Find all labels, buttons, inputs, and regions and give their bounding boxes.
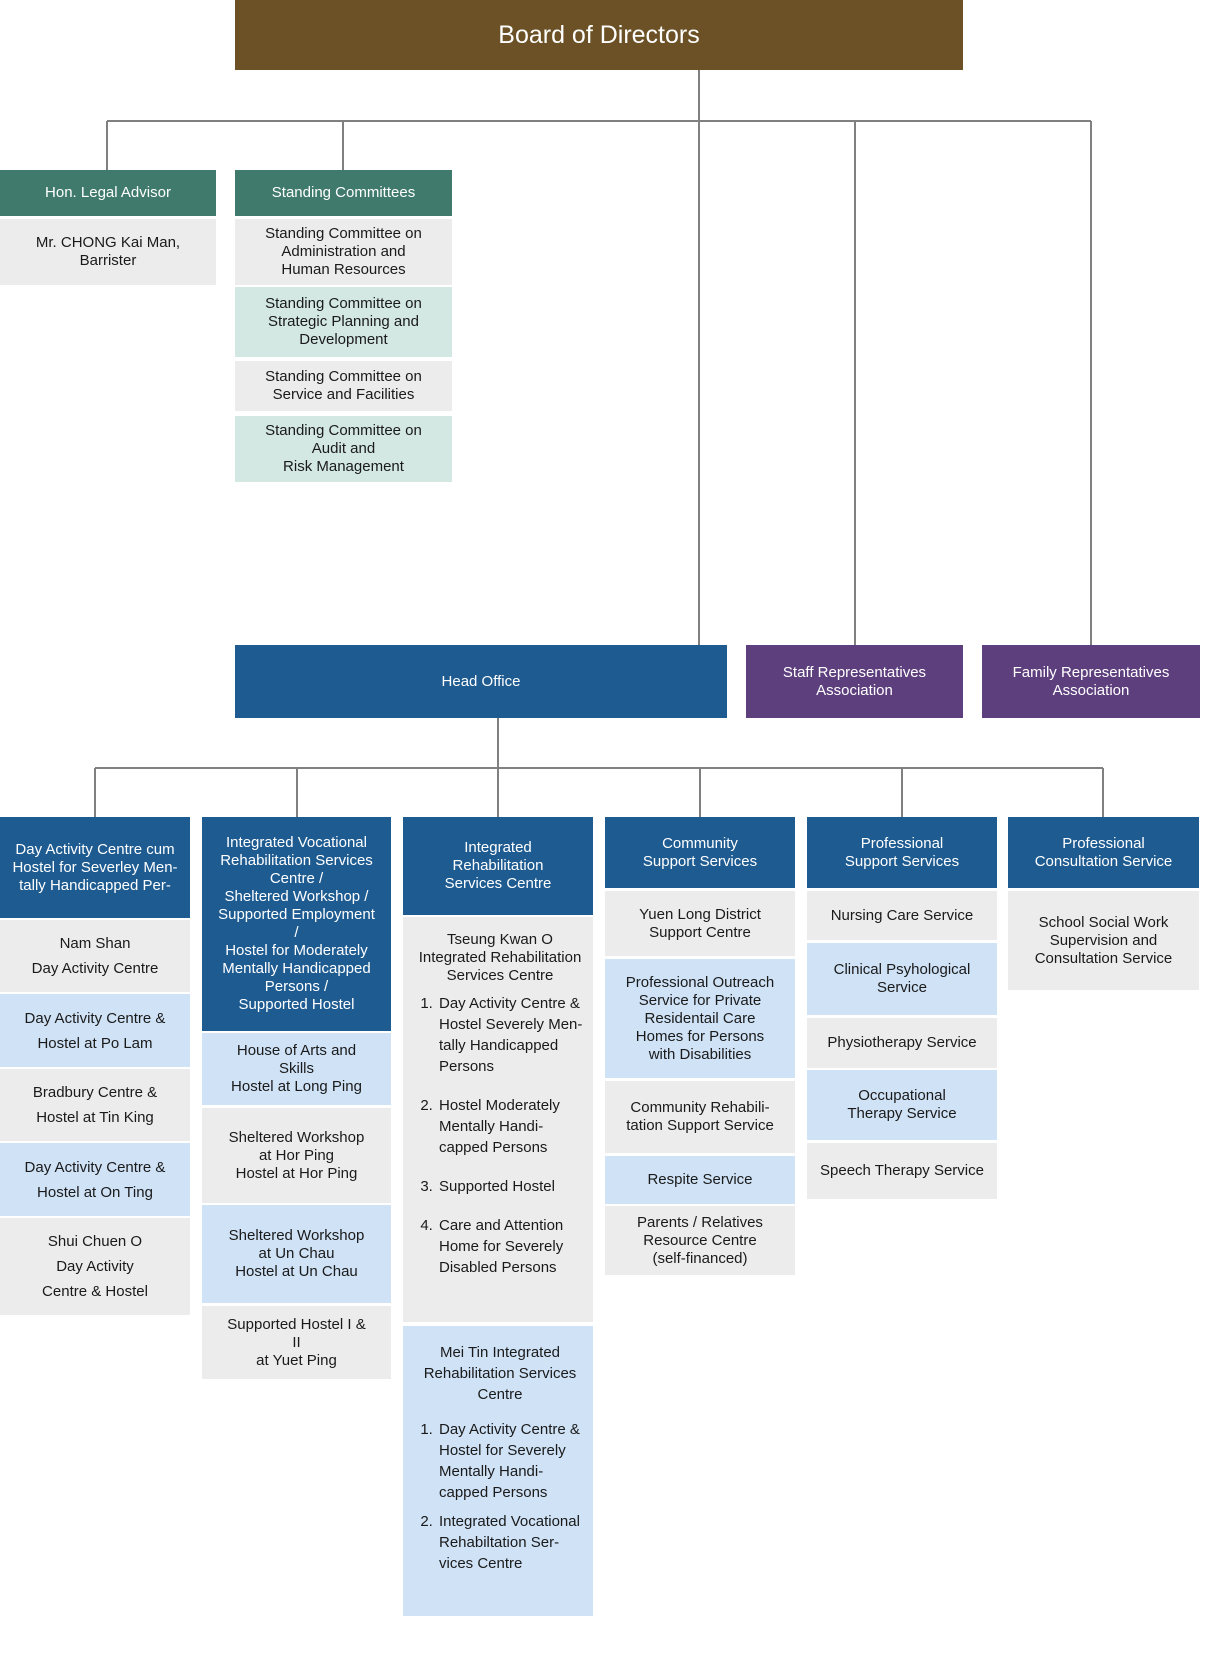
col2-item-un-chau: Sheltered Workshop at Un Chau Hostel at … [202,1205,391,1303]
col5-header: Professional Support Services [807,817,997,888]
col6-item-school-social-work: School Social Work Supervision and Consu… [1008,891,1199,990]
list-item: Care and Attention Home for Severely Dis… [437,1215,585,1278]
col1-item-nam-shan: Nam Shan Day Activity Centre [0,920,190,992]
col1-item-shui-chuen-o: Shui Chuen O Day Activity Centre & Hoste… [0,1218,190,1315]
col2-item-yuet-ping: Supported Hostel I & II at Yuet Ping [202,1306,391,1379]
col4-item-yuen-long: Yuen Long District Support Centre [605,891,795,956]
col1-item-tin-king: Bradbury Centre & Hostel at Tin King [0,1069,190,1141]
standing-committees-header: Standing Committees [235,170,452,216]
head-office-box: Head Office [235,645,727,718]
col5-item-nursing: Nursing Care Service [807,891,997,940]
col1-item-on-ting: Day Activity Centre & Hostel at On Ting [0,1143,190,1216]
committee-admin-hr: Standing Committee on Administration and… [235,219,452,285]
mei-tin-list: Day Activity Centre & Hostel for Severel… [415,1419,585,1574]
committee-strategic-planning: Standing Committee on Strategic Planning… [235,287,452,357]
col3-tseung-kwan-o-centre: Tseung Kwan O Integrated Rehabilitation … [403,917,593,1322]
col6-header: Professional Consultation Service [1008,817,1199,888]
committee-service-facilities: Standing Committee on Service and Facili… [235,361,452,411]
list-item: Day Activity Centre & Hostel for Severel… [437,1419,585,1503]
mei-tin-title: Mei Tin Integrated Rehabilitation Servic… [423,1344,577,1403]
col5-item-physiotherapy: Physiotherapy Service [807,1018,997,1068]
list-item: Hostel Moderately Mentally Handi- capped… [437,1095,585,1158]
committee-audit-risk: Standing Committee on Audit and Risk Man… [235,416,452,482]
staff-representatives-box: Staff Representatives Association [746,645,963,718]
board-of-directors-box: Board of Directors [235,0,963,70]
tseung-kwan-o-list: Day Activity Centre & Hostel Severely Me… [415,993,585,1278]
list-item: Day Activity Centre & Hostel Severely Me… [437,993,585,1077]
tseung-kwan-o-title: Tseung Kwan O Integrated Rehabilitation … [418,931,582,984]
col4-item-respite: Respite Service [605,1156,795,1204]
col3-header: Integrated Rehabilitation Services Centr… [403,817,593,915]
col4-header: Community Support Services [605,817,795,888]
col2-item-long-ping: House of Arts and Skills Hostel at Long … [202,1033,391,1105]
col4-item-community-rehab: Community Rehabili- tation Support Servi… [605,1081,795,1153]
list-item: Supported Hostel [437,1176,585,1197]
col2-item-hor-ping: Sheltered Workshop at Hor Ping Hostel at… [202,1108,391,1203]
col2-header: Integrated Vocational Rehabilitation Ser… [202,817,391,1031]
legal-advisor-header: Hon. Legal Advisor [0,170,216,216]
col5-item-clinical-psychology: Clinical Psyhological Service [807,943,997,1015]
col5-item-occupational-therapy: Occupational Therapy Service [807,1070,997,1140]
col3-mei-tin-centre: Mei Tin Integrated Rehabilitation Servic… [403,1326,593,1616]
col1-header: Day Activity Centre cum Hostel for Sever… [0,817,190,918]
col5-item-speech-therapy: Speech Therapy Service [807,1143,997,1199]
col4-item-professional-outreach: Professional Outreach Service for Privat… [605,959,795,1078]
col1-item-po-lam: Day Activity Centre & Hostel at Po Lam [0,994,190,1067]
col4-item-parents-relatives: Parents / Relatives Resource Centre (sel… [605,1206,795,1275]
legal-advisor-name: Mr. CHONG Kai Man, Barrister [0,219,216,285]
list-item: Integrated Vocational Rehabiltation Ser-… [437,1511,585,1574]
family-representatives-box: Family Representatives Association [982,645,1200,718]
